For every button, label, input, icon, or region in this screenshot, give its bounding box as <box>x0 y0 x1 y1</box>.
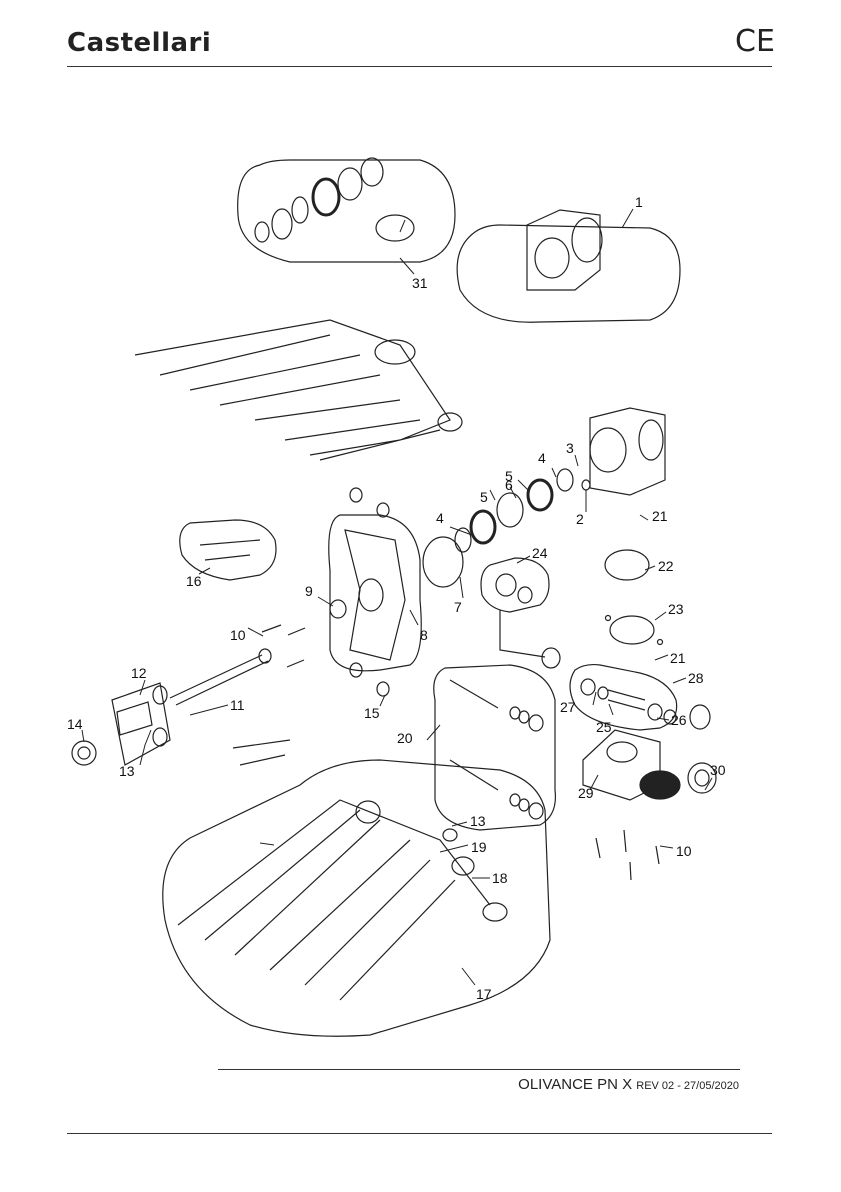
callout-18: 18 <box>492 870 508 886</box>
callout-15: 15 <box>364 705 380 721</box>
o-ring-7 <box>423 537 463 587</box>
callout-5a: 5 <box>480 489 488 505</box>
callout-13a: 13 <box>119 763 135 779</box>
bottom-rule <box>67 1133 772 1134</box>
group-25-outline <box>570 665 677 730</box>
callout-22: 22 <box>658 558 674 574</box>
callout-10b: 10 <box>676 843 692 859</box>
seal-ring <box>255 222 269 242</box>
group-20-outline <box>434 665 556 830</box>
callout-19: 19 <box>471 839 487 855</box>
seal-ring <box>292 197 308 223</box>
callout-30: 30 <box>710 762 726 778</box>
callout-2: 2 <box>576 511 584 527</box>
callout-4a: 4 <box>436 510 444 526</box>
cylinder-body <box>527 210 600 290</box>
callout-23: 23 <box>668 601 684 617</box>
model-name: OLIVANCE PN X <box>518 1076 632 1093</box>
group-1-outline <box>457 225 680 322</box>
callout-31: 31 <box>412 275 428 291</box>
footer-rule <box>218 1069 740 1070</box>
seal-ring <box>313 179 339 215</box>
plate-22 <box>605 550 649 580</box>
callout-8: 8 <box>420 627 428 643</box>
callout-11: 11 <box>230 697 245 713</box>
group-12-outline <box>112 683 170 765</box>
callout-16: 16 <box>186 573 202 589</box>
callout-10a: 10 <box>230 627 246 643</box>
o-ring <box>376 215 414 241</box>
plug <box>690 705 710 729</box>
callout-29: 29 <box>578 785 594 801</box>
callout-13b: 13 <box>470 813 486 829</box>
callout-20: 20 <box>397 730 413 746</box>
callout-14: 14 <box>67 716 83 732</box>
callout-3: 3 <box>566 440 574 456</box>
callout-27: 27 <box>560 699 576 715</box>
callout-24: 24 <box>532 545 548 561</box>
group-24-outline <box>481 558 549 612</box>
callout-28: 28 <box>688 670 704 686</box>
seal-ring <box>361 158 383 186</box>
callout-9: 9 <box>305 583 313 599</box>
seal-ring <box>272 209 292 239</box>
o-ring-23 <box>610 616 654 644</box>
callout-26: 26 <box>671 712 687 728</box>
group-8-outline <box>329 515 422 671</box>
callout-7: 7 <box>454 599 462 615</box>
callout-17: 17 <box>476 986 492 1002</box>
callout-12: 12 <box>131 665 147 681</box>
revision-info: REV 02 - 27/05/2020 <box>636 1080 739 1092</box>
callout-1: 1 <box>635 194 643 210</box>
callout-25: 25 <box>596 719 612 735</box>
callout-4b: 4 <box>538 450 546 466</box>
seal-ring <box>338 168 362 200</box>
callout-6: 6 <box>505 477 513 493</box>
group-31-outline <box>238 160 455 262</box>
callout-21a: 21 <box>652 508 668 524</box>
callout-21b: 21 <box>670 650 686 666</box>
group-16-outline <box>180 520 276 580</box>
nut-14 <box>72 741 96 765</box>
document-reference: OLIVANCE PN X REV 02 - 27/05/2020 <box>518 1076 739 1093</box>
group-17-outline <box>163 760 550 1036</box>
